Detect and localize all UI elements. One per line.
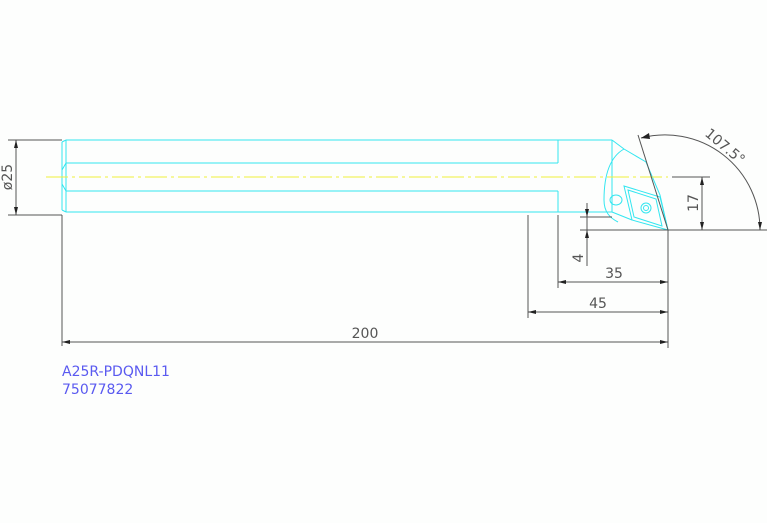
svg-text:45: 45 bbox=[589, 296, 607, 312]
svg-text:107.5°: 107.5° bbox=[701, 126, 747, 169]
offset-4-dimension: 4 bbox=[571, 203, 668, 266]
svg-text:35: 35 bbox=[605, 266, 623, 282]
length-200-dimension: 200 bbox=[61, 215, 669, 348]
diameter-dimension: ø25 bbox=[0, 139, 62, 216]
svg-text:17: 17 bbox=[686, 194, 702, 212]
tool-head bbox=[603, 139, 669, 231]
part-number-label: A25R-PDQNL11 bbox=[62, 364, 170, 380]
tool-shank bbox=[61, 139, 613, 213]
angle-107-5-dimension: 107.5° bbox=[637, 126, 762, 231]
svg-text:ø25: ø25 bbox=[0, 164, 16, 190]
svg-text:4: 4 bbox=[571, 253, 587, 262]
height-17-dimension: 17 bbox=[668, 176, 767, 231]
length-45-dimension: 45 bbox=[527, 215, 668, 318]
length-35-dimension: 35 bbox=[557, 215, 668, 288]
order-number-label: 75077822 bbox=[62, 382, 133, 398]
svg-text:200: 200 bbox=[352, 326, 379, 342]
